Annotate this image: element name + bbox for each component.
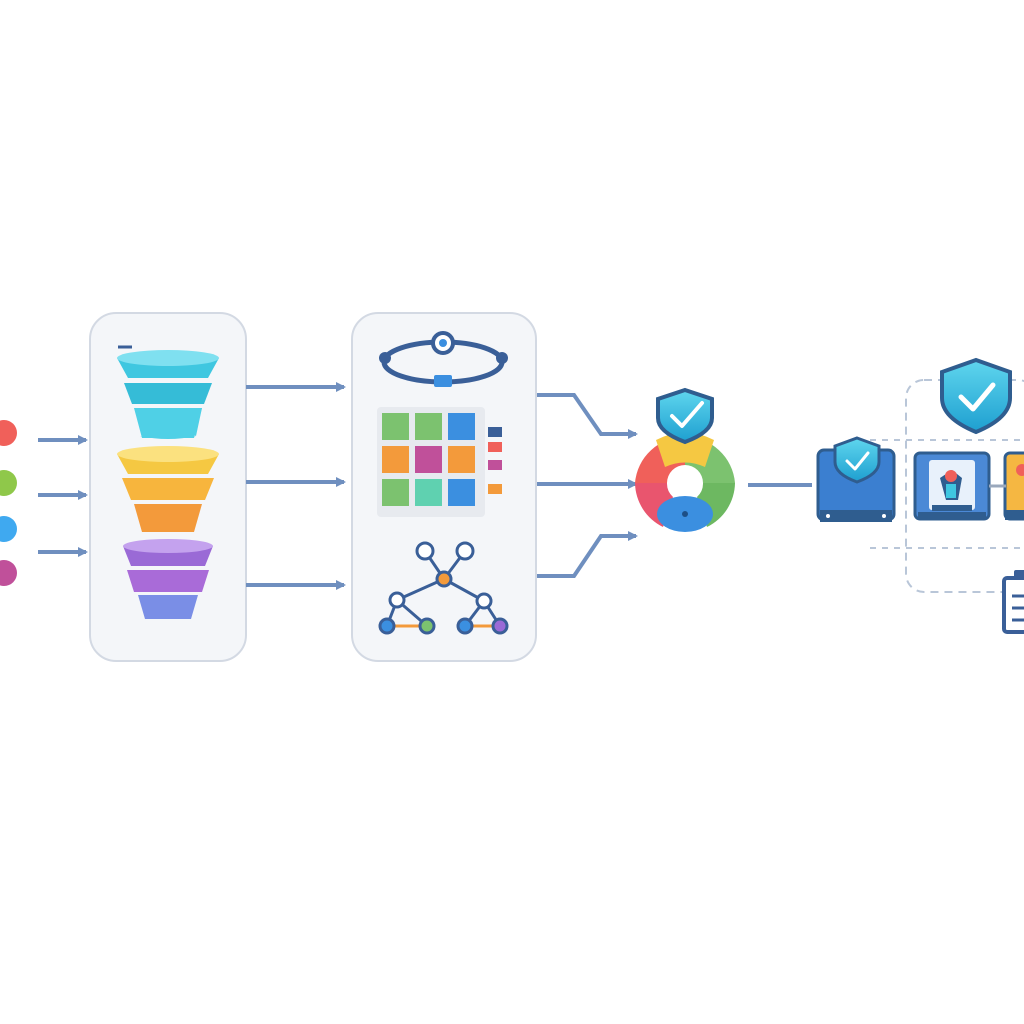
matrix-cell	[382, 413, 409, 440]
matrix-cell	[415, 479, 442, 506]
matrix-cell	[382, 446, 409, 473]
input-sources	[0, 420, 88, 586]
input-dot-magenta	[0, 560, 17, 586]
input-dot-green	[0, 470, 17, 496]
network-graph-icon	[378, 541, 509, 635]
flow-arrow	[537, 531, 638, 578]
connector-arrows	[246, 382, 346, 590]
matrix-cell	[448, 413, 475, 440]
funnel-icon	[117, 350, 219, 439]
shield-check-icon	[940, 357, 1012, 435]
matrix-grid-icon	[377, 407, 502, 517]
input-dot-blue	[0, 516, 17, 542]
matrix-cell	[448, 446, 475, 473]
server-icon	[816, 436, 896, 522]
shield-check-icon	[656, 387, 714, 445]
model-ring-icon	[635, 432, 735, 532]
converging-arrows	[537, 393, 638, 578]
matrix-cell	[415, 413, 442, 440]
matrix-cell	[448, 479, 475, 506]
hub-ring-icon	[379, 331, 508, 387]
input-dot-red	[0, 420, 17, 446]
app-card-icon	[1003, 451, 1024, 521]
funnel-stack	[117, 345, 219, 619]
matrix-cell	[382, 479, 409, 506]
robot-container-icon	[913, 451, 991, 521]
funnel-icon	[117, 446, 219, 532]
funnel-icon	[123, 539, 213, 619]
document-icon	[1002, 570, 1024, 634]
matrix-cell	[415, 446, 442, 473]
flow-arrow	[537, 393, 638, 439]
